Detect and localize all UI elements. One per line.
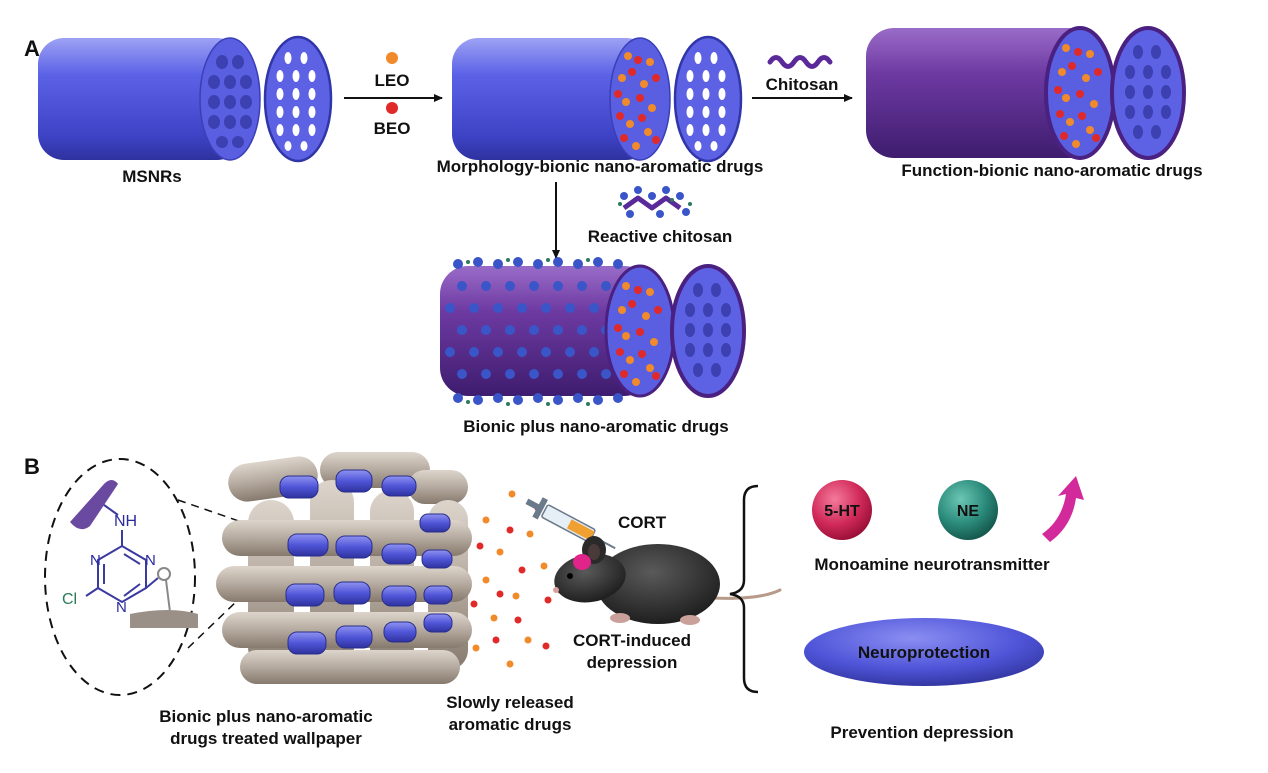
- wallpaper-surface-icon: [130, 610, 198, 628]
- morphology-label: Morphology-bionic nano-aromatic drugs: [437, 157, 764, 176]
- mouse-icon: [553, 536, 782, 625]
- brain-marker: [573, 554, 591, 570]
- outcome-brace: [729, 484, 759, 694]
- release-label-line2: aromatic drugs: [449, 715, 572, 734]
- msnr-rod: [38, 37, 261, 161]
- neuroprotection-ellipse: [804, 618, 1044, 686]
- chemical-linkage-inset: NH N N N Cl O: [44, 458, 291, 696]
- release-label-line1: Slowly released: [446, 693, 574, 712]
- msnr-cross-section: [263, 35, 333, 163]
- serotonin-label: 5-HT: [824, 503, 860, 520]
- function-bionic-rod: [866, 26, 1116, 160]
- reactive-chitosan-label: Reactive chitosan: [588, 227, 733, 246]
- beo-label: BEO: [374, 119, 411, 138]
- chem-nh: NH: [114, 513, 137, 530]
- wallpaper-label-line2: drugs treated wallpaper: [170, 729, 362, 748]
- increase-arrow-icon: [1042, 476, 1084, 542]
- fiber-surface-icon: [70, 480, 118, 530]
- cort-label: CORT: [618, 513, 667, 532]
- leo-drug-dot: [386, 52, 398, 64]
- loaded-drug-cluster: [614, 52, 660, 150]
- bionic-plus-rod: [440, 257, 676, 406]
- function-cross-section: [1110, 26, 1186, 160]
- msnrs-label: MSNRs: [122, 167, 182, 186]
- chem-n2: N: [145, 552, 156, 569]
- norepinephrine-sphere: [938, 480, 998, 540]
- panel-b-letter: B: [24, 454, 40, 479]
- morphology-bionic-rod: [452, 37, 671, 161]
- morphology-cross-section: [673, 35, 743, 163]
- model-label-line2: depression: [587, 653, 678, 672]
- function-label: Function-bionic nano-aromatic drugs: [901, 161, 1202, 180]
- surface-chitosan-beads: [445, 257, 623, 405]
- norepinephrine-label: NE: [957, 503, 980, 520]
- chem-cl: Cl: [62, 591, 77, 608]
- monoamine-label: Monoamine neurotransmitter: [814, 555, 1050, 574]
- released-drug-dots: [470, 490, 564, 668]
- outcome-label: Prevention depression: [830, 723, 1013, 742]
- beo-drug-dot: [386, 102, 398, 114]
- chitosan-label: Chitosan: [766, 75, 839, 94]
- leo-label: LEO: [375, 71, 410, 90]
- serotonin-sphere: [812, 480, 872, 540]
- wallpaper-fiber-mesh: [216, 452, 472, 684]
- triazine-ring: [97, 544, 147, 604]
- chitosan-chain-icon: [767, 55, 833, 69]
- bionic-plus-cross-section: [670, 264, 746, 398]
- reactive-chitosan-icon: [618, 186, 692, 218]
- model-label-line1: CORT-induced: [573, 631, 691, 650]
- chem-n1: N: [90, 552, 101, 569]
- neuroprotection-label: Neuroprotection: [858, 643, 990, 662]
- syringe-icon: [525, 497, 616, 550]
- bionic-plus-label: Bionic plus nano-aromatic drugs: [463, 417, 728, 436]
- panel-a-letter: A: [24, 36, 40, 61]
- chem-n3: N: [116, 599, 127, 616]
- wallpaper-label-line1: Bionic plus nano-aromatic: [159, 707, 372, 726]
